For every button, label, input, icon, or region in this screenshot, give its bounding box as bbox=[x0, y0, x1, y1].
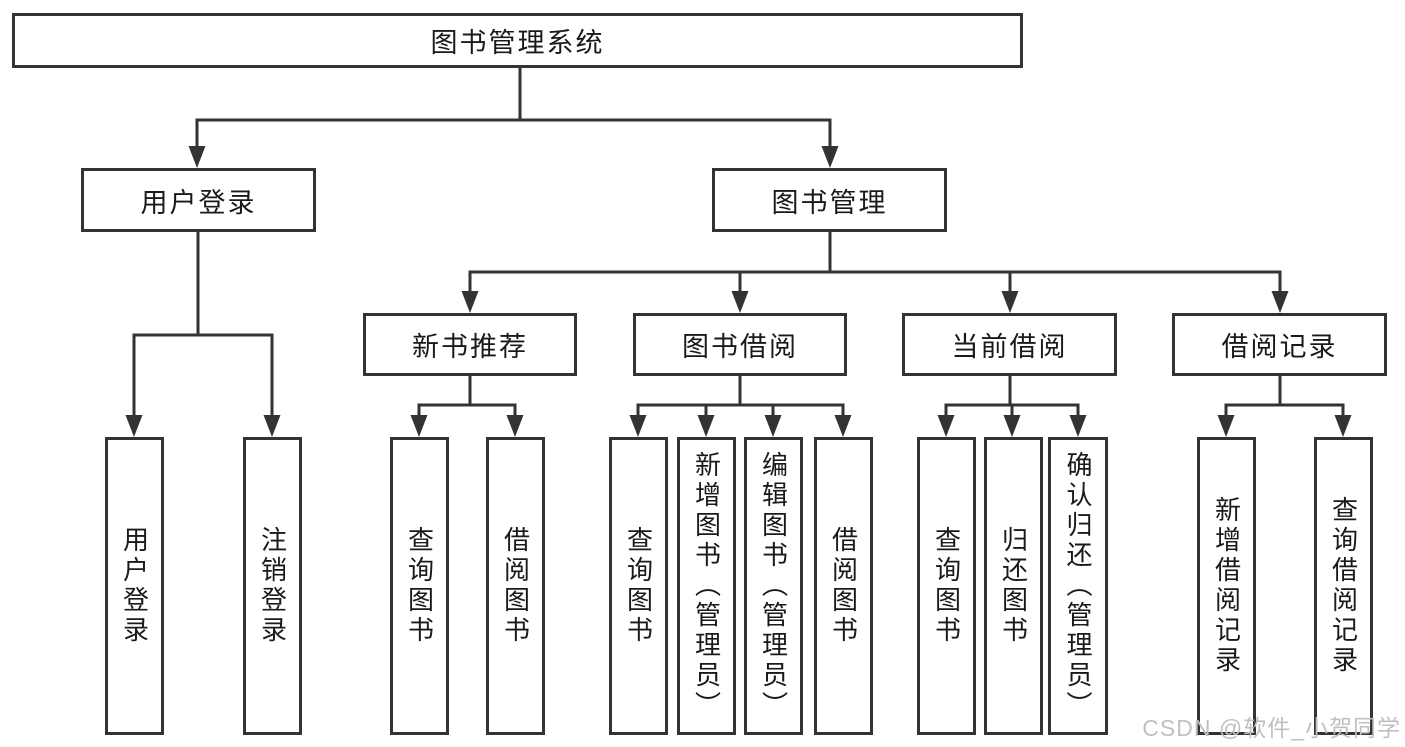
leaf-query-borrow-record-label: 查询借阅记录 bbox=[1328, 496, 1359, 676]
watermark-text: CSDN @软件_小贺同学 bbox=[1142, 715, 1401, 741]
leaf-borrow-book: 借阅图书 bbox=[814, 437, 873, 735]
leaf-borrow-book-recommend: 借阅图书 bbox=[486, 437, 545, 735]
leaf-query-book-borrow: 查询图书 bbox=[609, 437, 668, 735]
leaf-user-login: 用户登录 bbox=[105, 437, 164, 735]
leaf-borrow-book-label: 借阅图书 bbox=[828, 526, 859, 646]
leaf-query-book-recommend-label: 查询图书 bbox=[404, 526, 435, 646]
leaf-add-borrow-record-label: 新增借阅记录 bbox=[1211, 496, 1242, 676]
leaf-return-book: 归还图书 bbox=[984, 437, 1043, 735]
node-new-book-recommend: 新书推荐 bbox=[363, 313, 577, 376]
leaf-confirm-return-admin-label: 确认归还（管理员） bbox=[1063, 451, 1093, 721]
node-user-login: 用户登录 bbox=[81, 168, 316, 232]
leaf-edit-book-admin: 编辑图书（管理员） bbox=[744, 437, 803, 735]
leaf-borrow-book-recommend-label: 借阅图书 bbox=[500, 526, 531, 646]
leaf-logout: 注销登录 bbox=[243, 437, 302, 735]
leaf-edit-book-admin-label: 编辑图书（管理员） bbox=[758, 451, 789, 721]
leaf-query-book-current-label: 查询图书 bbox=[931, 526, 962, 646]
leaf-query-book-current: 查询图书 bbox=[917, 437, 976, 735]
leaf-add-book-admin: 新增图书（管理员） bbox=[677, 437, 736, 735]
leaf-query-borrow-record: 查询借阅记录 bbox=[1314, 437, 1373, 735]
leaf-user-login-label: 用户登录 bbox=[119, 526, 150, 646]
leaf-add-borrow-record: 新增借阅记录 bbox=[1197, 437, 1256, 735]
node-library-system: 图书管理系统 bbox=[12, 13, 1023, 68]
node-current-borrow: 当前借阅 bbox=[902, 313, 1117, 376]
leaf-return-book-label: 归还图书 bbox=[998, 526, 1029, 646]
node-book-borrow: 图书借阅 bbox=[633, 313, 847, 376]
leaf-add-book-admin-label: 新增图书（管理员） bbox=[691, 451, 722, 721]
leaf-confirm-return-admin: 确认归还（管理员） bbox=[1048, 437, 1108, 735]
leaf-query-book-recommend: 查询图书 bbox=[390, 437, 449, 735]
node-book-management: 图书管理 bbox=[712, 168, 947, 232]
leaf-query-book-borrow-label: 查询图书 bbox=[623, 526, 654, 646]
leaf-logout-label: 注销登录 bbox=[257, 526, 288, 646]
node-borrow-records: 借阅记录 bbox=[1172, 313, 1387, 376]
